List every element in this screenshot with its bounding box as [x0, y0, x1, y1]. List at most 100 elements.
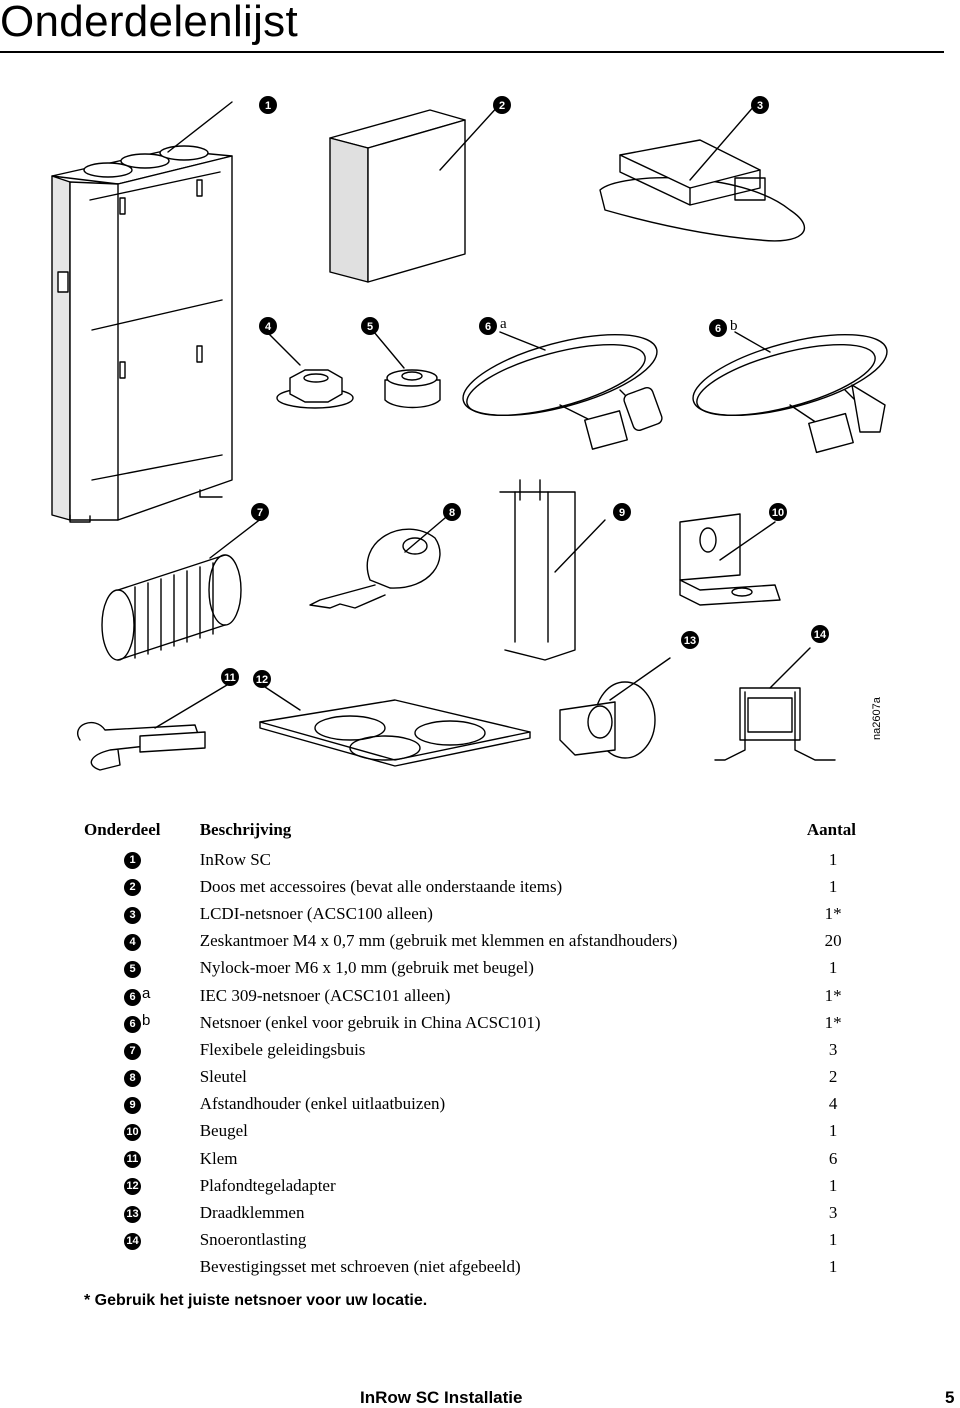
part-number-cell: 7: [84, 1036, 200, 1063]
header-part: Onderdeel: [84, 820, 161, 839]
svg-text:1: 1: [265, 100, 271, 112]
parts-table: Onderdeel Beschrijving Aantal 1 InRow SC 1…: [84, 814, 860, 1281]
svg-text:7: 7: [257, 507, 263, 519]
part-number-badge: 1: [124, 852, 141, 870]
accessory-box-drawing: [329, 103, 501, 283]
part-description: Doos met accessoires (bevat alle onderst…: [199, 876, 563, 896]
part-number-suffix: b: [142, 1011, 151, 1029]
svg-text:10: 10: [772, 507, 784, 519]
callout-13-badge: 13: [681, 631, 699, 649]
table-header-row: Onderdeel Beschrijving Aantal: [84, 814, 860, 846]
footer-title: InRow SC Installatie: [360, 1388, 523, 1407]
callout-1-badge: 1: [259, 96, 277, 114]
china-cord-drawing: [692, 331, 888, 454]
part-number-badge: 11: [124, 1151, 141, 1169]
part-description: Netsnoer (enkel voor gebruik in China AC…: [199, 1012, 541, 1032]
part-number-cell: 10: [84, 1118, 200, 1145]
part-description: Klem: [199, 1148, 238, 1168]
svg-text:11: 11: [224, 672, 236, 684]
spacer-drawing: [499, 479, 606, 661]
page-number: 5: [945, 1388, 955, 1407]
footnote: * Gebruik het juiste netsnoer voor uw lo…: [84, 1292, 428, 1309]
part-quantity: 1: [828, 1230, 838, 1250]
svg-text:13: 13: [684, 635, 696, 647]
callout-3-badge: 3: [751, 96, 769, 114]
part-description: Zeskantmoer M4 x 0,7 mm (gebruik met kle…: [199, 931, 678, 951]
title-divider: [0, 51, 944, 53]
part-quantity: 1: [828, 849, 838, 869]
part-description: InRow SC: [199, 849, 272, 869]
table-row: Bevestigingsset met schroeven (niet afge…: [84, 1254, 860, 1281]
part-number-badge: 12: [124, 1178, 141, 1196]
key-drawing: [309, 517, 446, 609]
part-quantity: 1*: [824, 903, 842, 923]
header-description: Beschrijving: [199, 820, 292, 839]
strain-relief-drawing: [714, 647, 836, 761]
svg-text:2: 2: [499, 100, 505, 112]
callout-4-badge: 4: [259, 317, 277, 335]
part-description: Plafondtegeladapter: [199, 1175, 336, 1195]
callout-8-badge: 8: [443, 503, 461, 521]
part-number-badge: 7: [124, 1042, 141, 1060]
part-number-suffix: a: [142, 984, 151, 1002]
part-quantity: 1: [828, 1257, 838, 1277]
part-number-cell: 9: [84, 1091, 200, 1118]
part-quantity: 1*: [824, 985, 842, 1005]
table-row: 13 Draadklemmen 3: [84, 1199, 860, 1226]
part-description: Draadklemmen: [199, 1203, 305, 1223]
part-number-cell: 1: [84, 846, 200, 873]
part-number-badge: 13: [124, 1205, 141, 1223]
part-number-cell: 2: [84, 873, 200, 900]
part-number-badge: 3: [124, 906, 141, 924]
callout-11-badge: 11: [221, 668, 239, 686]
part-number-badge: 6: [124, 1016, 141, 1034]
svg-text:4: 4: [265, 321, 272, 333]
part-quantity: 3: [828, 1203, 838, 1223]
part-description: Bevestigingsset met schroeven (niet afge…: [199, 1257, 521, 1277]
lcdi-cord-drawing: [599, 104, 806, 242]
svg-text:6: 6: [485, 321, 491, 333]
svg-text:5: 5: [367, 321, 373, 333]
wire-clamp-drawing: [559, 657, 671, 759]
callout-12-badge: 12: [253, 670, 271, 688]
page-title: Onderdelenlijst: [0, 0, 298, 46]
table-row: 12 Plafondtegeladapter 1: [84, 1172, 860, 1199]
part-quantity: 1: [828, 958, 838, 978]
part-number-badge: 6: [124, 989, 141, 1007]
hex-nut-drawing: [264, 329, 354, 409]
callout-2-badge: 2: [493, 96, 511, 114]
part-quantity: 3: [828, 1039, 838, 1059]
part-number-badge: 4: [124, 933, 141, 951]
callout-9-badge: 9: [613, 503, 631, 521]
svg-text:14: 14: [814, 629, 827, 641]
part-description: Sleutel: [199, 1067, 247, 1087]
part-description: IEC 309-netsnoer (ACSC101 alleen): [199, 985, 451, 1005]
callout-7-badge: 7: [251, 503, 269, 521]
part-number-badge: 5: [124, 960, 141, 978]
part-description: Flexibele geleidingsbuis: [199, 1039, 366, 1059]
part-quantity: 1: [828, 1175, 838, 1195]
part-number-cell: 14: [84, 1227, 200, 1254]
part-number-badge: 2: [124, 879, 141, 897]
part-number-cell: 5: [84, 955, 200, 982]
part-number-cell: 12: [84, 1172, 200, 1199]
figure-id: na2607a: [871, 696, 883, 740]
bracket-drawing: [679, 513, 781, 606]
svg-text:12: 12: [256, 674, 268, 686]
header-qty: Aantal: [806, 820, 856, 839]
table-row: 7 Flexibele geleidingsbuis 3: [84, 1036, 860, 1063]
part-number-badge: 14: [124, 1232, 141, 1250]
nylock-nut-drawing: [373, 331, 441, 409]
table-row: 4 Zeskantmoer M4 x 0,7 mm (gebruik met kl…: [84, 928, 860, 955]
svg-text:3: 3: [757, 100, 763, 112]
